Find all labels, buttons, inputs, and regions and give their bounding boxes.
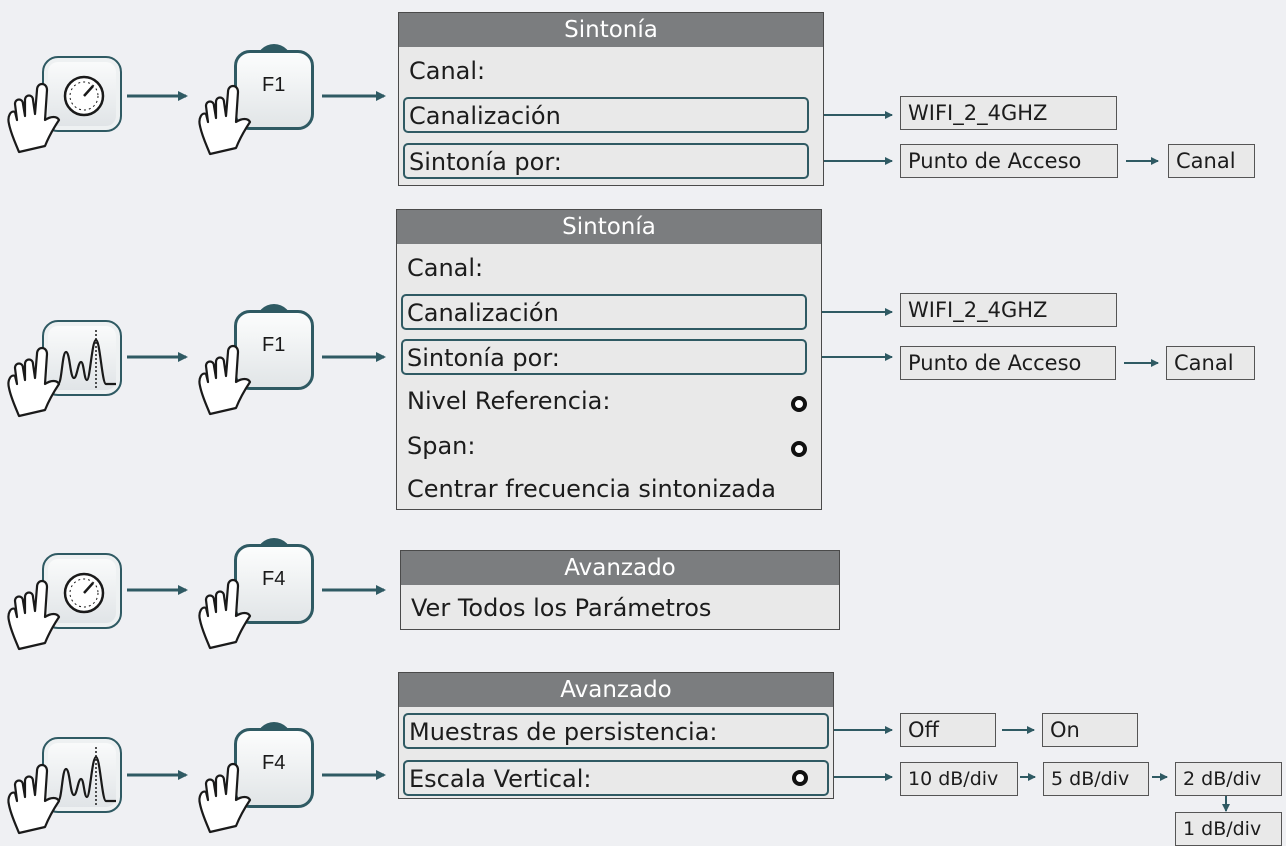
menu-item-nivel-referencia[interactable]: Nivel Referencia: [407,387,611,415]
gauge-icon [63,75,105,117]
f4-key-label: F4 [262,568,286,590]
gauge-icon [63,572,105,614]
f1-key-label: F1 [262,334,286,356]
pointing-hand-icon [198,578,252,650]
option-punto-de-acceso[interactable]: Punto de Acceso [900,346,1116,380]
sintonia-menu: Sintonía Canal: Canalización Sintonía po… [398,12,824,186]
menu-item-canalizacion[interactable]: Canalización [403,97,809,133]
menu-item-centrar-frecuencia[interactable]: Centrar frecuencia sintonizada [407,475,776,503]
option-canal[interactable]: Canal [1166,346,1255,380]
radio-indicator [792,770,808,786]
sintonia-menu: Sintonía Canal: Canalización Sintonía po… [396,209,822,510]
menu-title: Sintonía [397,210,821,244]
option-canal[interactable]: Canal [1168,144,1255,178]
spectrum-icon [52,330,116,388]
pointing-hand-icon [198,84,252,156]
menu-item-span[interactable]: Span: [407,432,476,460]
radio-indicator [791,441,807,457]
menu-item-muestras-persistencia[interactable]: Muestras de persistencia: [403,713,829,749]
menu-title: Sintonía [399,13,823,47]
f4-key[interactable]: F4 [234,538,314,624]
menu-item-sintonia-por[interactable]: Sintonía por: [401,339,807,375]
menu-title: Avanzado [399,673,833,707]
menu-item-canal[interactable]: Canal: [407,254,484,282]
f1-key-label: F1 [262,74,286,96]
f4-key[interactable]: F4 [234,722,314,808]
menu-item-canalizacion[interactable]: Canalización [401,294,807,330]
avanzado-menu: Avanzado Muestras de persistencia: Escal… [398,672,834,799]
menu-title: Avanzado [401,551,839,585]
menu-item-ver-todos-parametros[interactable]: Ver Todos los Parámetros [411,594,712,622]
option-punto-de-acceso[interactable]: Punto de Acceso [900,144,1118,178]
option-10-db-div[interactable]: 10 dB/div [900,762,1018,796]
pointing-hand-icon [7,763,61,835]
pointing-hand-icon [7,82,61,154]
menu-item-canal[interactable]: Canal: [409,57,486,85]
pointing-hand-icon [7,579,61,651]
spectrum-icon [52,747,116,805]
pointing-hand-icon [198,344,252,416]
radio-indicator [791,396,807,412]
menu-item-sintonia-por[interactable]: Sintonía por: [403,143,809,179]
option-canalizacion[interactable]: WIFI_2_4GHZ [900,96,1117,130]
pointing-hand-icon [7,346,61,418]
menu-item-escala-vertical[interactable]: Escala Vertical: [403,760,829,796]
pointing-hand-icon [198,762,252,834]
f1-key[interactable]: F1 [234,304,314,390]
option-on[interactable]: On [1042,713,1138,747]
option-off[interactable]: Off [900,713,996,747]
meter-mode-button[interactable] [42,56,122,132]
f1-key[interactable]: F1 [234,44,314,130]
option-2-db-div[interactable]: 2 dB/div [1175,762,1282,796]
avanzado-menu: Avanzado Ver Todos los Parámetros [400,550,840,630]
f4-key-label: F4 [262,752,286,774]
option-5-db-div[interactable]: 5 dB/div [1043,762,1149,796]
option-1-db-div[interactable]: 1 dB/div [1175,812,1282,846]
option-canalizacion[interactable]: WIFI_2_4GHZ [900,293,1117,327]
